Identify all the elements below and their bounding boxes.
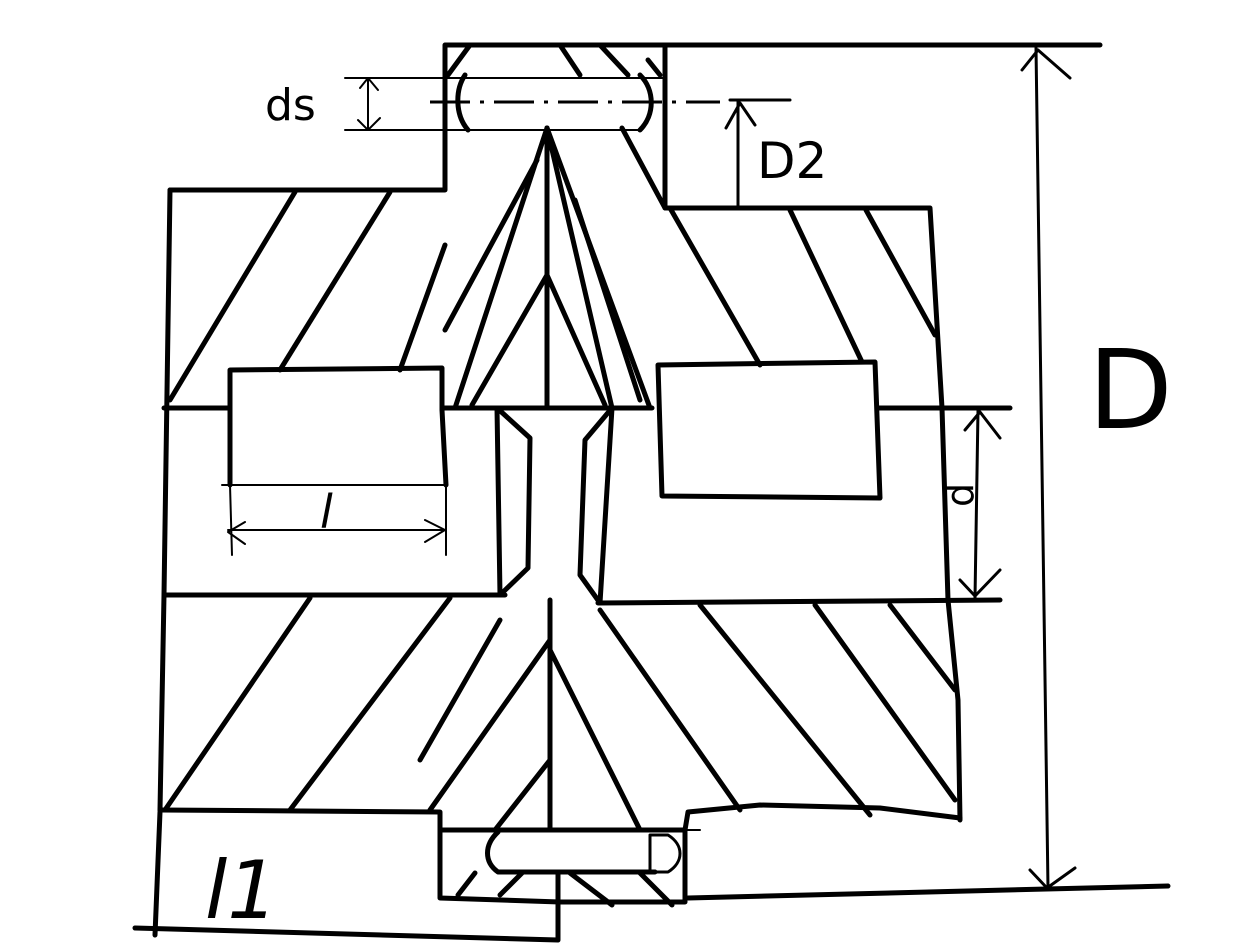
l-label: l [320,485,333,539]
bottom-pin-right-end [648,833,682,874]
neck-left [494,405,533,598]
d-outer-dimension-line [1034,46,1050,890]
right-keyway [655,359,883,501]
upper-right-taper [619,125,668,211]
d2-label: D2 [757,132,827,190]
bottom-base [132,869,561,943]
left-lower-wall [157,592,167,813]
bottom-pin-housing [437,827,688,905]
pins [344,72,720,875]
section-hatching [162,42,958,908]
d-inner-label: d [938,483,982,507]
left-keyway [227,365,449,488]
outer-contour [132,42,1171,943]
d-outer-label: D [1088,326,1173,454]
bottom-flange [152,809,163,938]
l1-label: l1 [205,844,278,937]
left-hub-outline [167,42,963,823]
lower-split-right [595,597,1003,606]
keyways [227,359,883,501]
bottom-right-line [685,883,1171,901]
neck-right [577,405,615,606]
inner-cone-tip [469,272,608,408]
lower-cone-left-inner [492,757,553,833]
central-cone [427,125,668,833]
cone-inner-right [544,125,615,411]
bottom-outline [157,802,963,833]
dimensions [221,46,1077,890]
lower-cone-left [427,637,553,813]
labels: ds D2 D d l l1 [205,80,1173,937]
bottom-pin-body [485,829,658,875]
lower-cone-right [547,647,643,833]
d-inner-dimension-line [973,408,980,600]
ds-label: ds [265,80,316,131]
left-upper-wall [161,187,173,598]
